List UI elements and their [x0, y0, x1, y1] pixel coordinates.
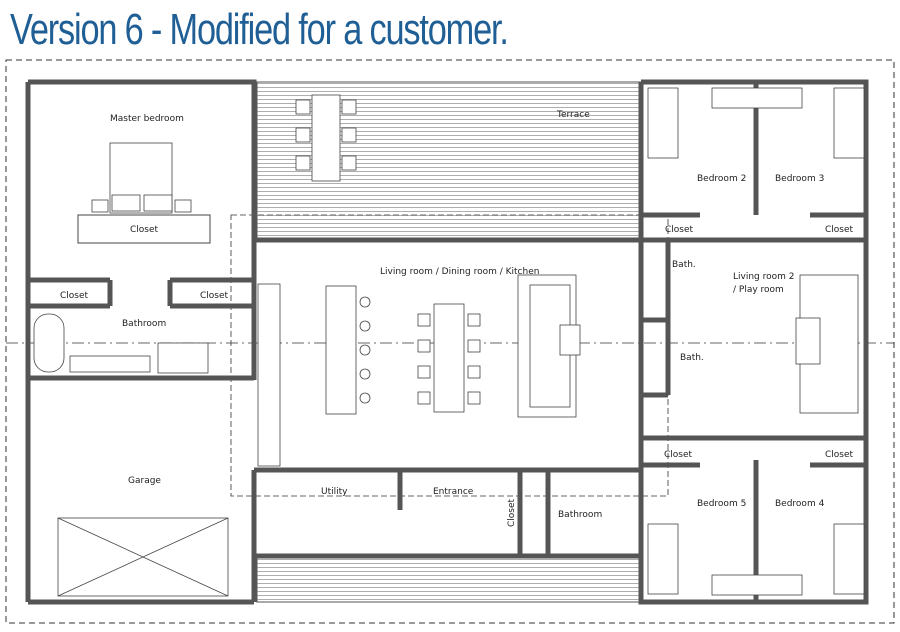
label-bedroom5: Bedroom 5 — [697, 499, 746, 509]
walls — [25, 79, 869, 605]
bedrooms-furniture — [647, 87, 865, 596]
label-garage: Garage — [128, 476, 161, 486]
master-closet — [77, 214, 211, 244]
label-living2-line1: Living room 2 — [733, 272, 795, 282]
label-closet-b4: Closet — [825, 450, 854, 460]
label-closet-b3: Closet — [825, 225, 854, 235]
living-sofa — [517, 274, 581, 418]
label-entrance: Entrance — [433, 487, 474, 497]
label-closet-left1: Closet — [60, 291, 89, 301]
label-bedroom2: Bedroom 2 — [697, 174, 746, 184]
label-bedroom3: Bedroom 3 — [775, 174, 824, 184]
label-living: Living room / Dining room / Kitchen — [380, 267, 539, 277]
label-living2-line2: / Play room — [733, 285, 784, 295]
label-closet-entrance: Closet — [507, 498, 517, 527]
label-closet-b2: Closet — [665, 225, 694, 235]
label-closet-left2: Closet — [200, 291, 229, 301]
label-bedroom4: Bedroom 4 — [775, 499, 825, 509]
bathroom-fixtures — [33, 313, 209, 374]
label-bathroom-small: Bathroom — [558, 510, 602, 520]
label-terrace: Terrace — [556, 110, 590, 120]
kitchen — [257, 283, 371, 467]
garage-parking — [57, 517, 229, 597]
label-utility: Utility — [321, 487, 348, 497]
label-bathroom-master: Bathroom — [122, 319, 166, 329]
dining-table — [417, 303, 481, 413]
label-closet-b5: Closet — [664, 450, 693, 460]
page-title: Version 6 - Modified for a customer. — [10, 5, 509, 54]
label-bath-top: Bath. — [672, 260, 696, 270]
label-bath-bottom: Bath. — [680, 353, 704, 363]
label-master-bedroom: Master bedroom — [110, 114, 184, 124]
terrace-top — [256, 81, 642, 241]
property-boundary — [5, 59, 895, 624]
label-closet-master: Closet — [130, 225, 159, 235]
terrace-bottom — [256, 555, 642, 603]
master-bed — [91, 142, 192, 214]
